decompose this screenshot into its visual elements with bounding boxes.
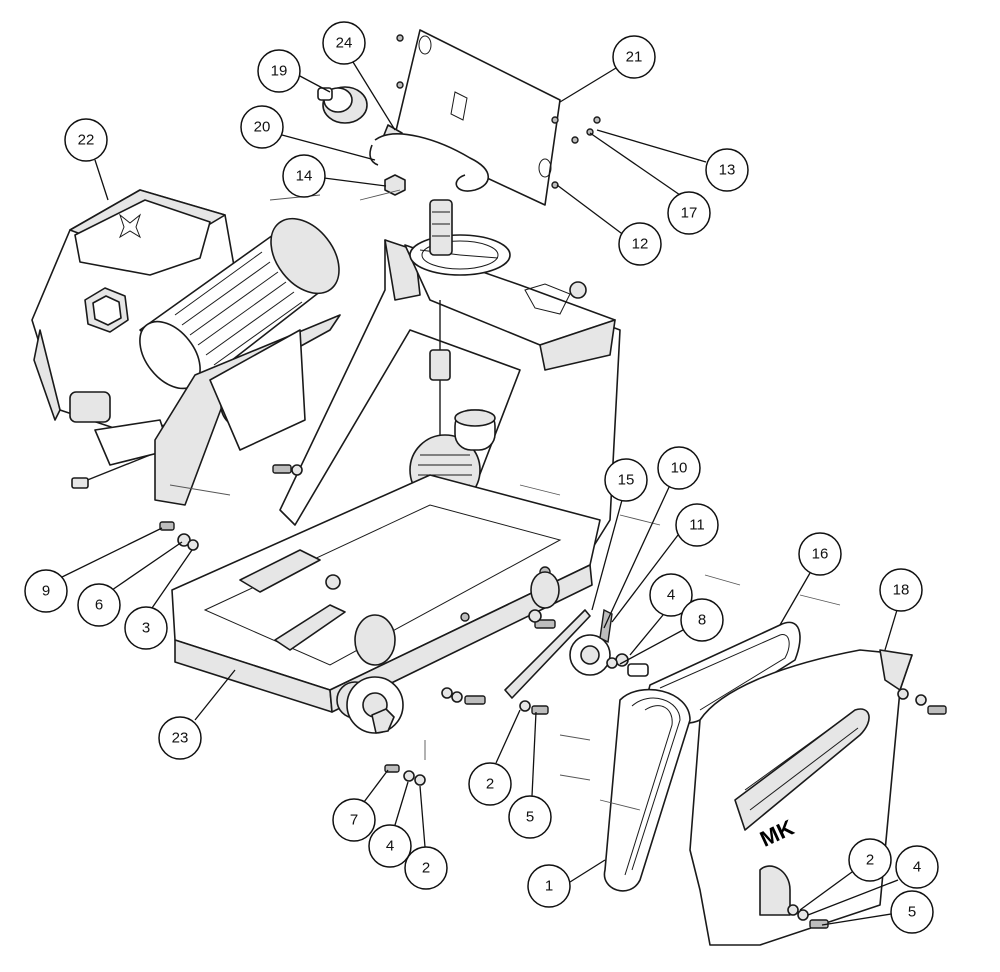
callout-label: 3: [142, 620, 150, 637]
belt-set: [603, 688, 691, 892]
callout-1: 1: [527, 864, 571, 908]
callout-label: 15: [618, 472, 635, 489]
callout-6: 6: [77, 583, 121, 627]
callout-label: 10: [671, 460, 688, 477]
callout-label: 24: [336, 35, 353, 52]
callout-label: 2: [486, 776, 494, 793]
callout-4: 4: [895, 845, 939, 889]
callout-label: 18: [893, 582, 910, 599]
callout-9: 9: [24, 569, 68, 613]
saw-frame: [171, 199, 621, 734]
callout-7: 7: [332, 798, 376, 842]
callout-2: 2: [468, 762, 512, 806]
callout-14: 14: [282, 154, 326, 198]
callout-label: 17: [681, 205, 698, 222]
callout-label: 20: [254, 119, 271, 136]
callout-label: 11: [689, 517, 705, 534]
callout-label: 4: [913, 859, 921, 876]
callout-label: 19: [271, 63, 288, 80]
callout-label: 12: [632, 236, 649, 253]
callout-4: 4: [368, 824, 412, 868]
callout-label: 5: [526, 809, 534, 826]
callout-label: 2: [866, 852, 874, 869]
callout-label: 13: [719, 162, 736, 179]
callout-2: 2: [848, 838, 892, 882]
callout-20: 20: [240, 105, 284, 149]
water-valve-assembly: [317, 86, 490, 196]
callout-label: 21: [626, 49, 643, 66]
callout-label: 16: [812, 546, 829, 563]
callout-12: 12: [618, 222, 662, 266]
callout-13: 13: [705, 148, 749, 192]
callout-16: 16: [798, 532, 842, 576]
callout-23: 23: [158, 716, 202, 760]
engine-assembly: [31, 189, 341, 506]
callout-label: 4: [386, 838, 394, 855]
callout-label: 23: [172, 730, 189, 747]
callout-4: 4: [649, 573, 693, 617]
callout-24: 24: [322, 21, 366, 65]
callout-8: 8: [680, 598, 724, 642]
callout-22: 22: [64, 118, 108, 162]
assembly-guide-lines: [169, 189, 841, 811]
callout-5: 5: [890, 890, 934, 934]
callout-label: 1: [545, 878, 553, 895]
callout-label: 6: [95, 597, 103, 614]
callout-11: 11: [675, 503, 719, 547]
callout-label: 2: [422, 860, 430, 877]
callout-label: 5: [908, 904, 916, 921]
idler-pulley-assembly: [504, 608, 649, 699]
callout-15: 15: [604, 458, 648, 502]
callout-2: 2: [404, 846, 448, 890]
callout-10: 10: [657, 446, 701, 490]
callout-label: 9: [42, 583, 50, 600]
callout-18: 18: [879, 568, 923, 612]
control-panel-plate: [394, 29, 601, 206]
callout-19: 19: [257, 49, 301, 93]
callout-label: 22: [78, 132, 95, 149]
callout-21: 21: [612, 35, 656, 79]
callout-label: 8: [698, 612, 706, 629]
callout-3: 3: [124, 606, 168, 650]
callout-label: 4: [667, 587, 675, 604]
callout-group: 1 2 2 2 3 4 4 4 5 5 6 7 8 9 10 11 12: [24, 21, 939, 934]
callout-17: 17: [667, 191, 711, 235]
fasteners: [159, 464, 947, 929]
callout-label: 7: [350, 812, 358, 829]
callout-5: 5: [508, 795, 552, 839]
callout-label: 14: [296, 168, 313, 185]
